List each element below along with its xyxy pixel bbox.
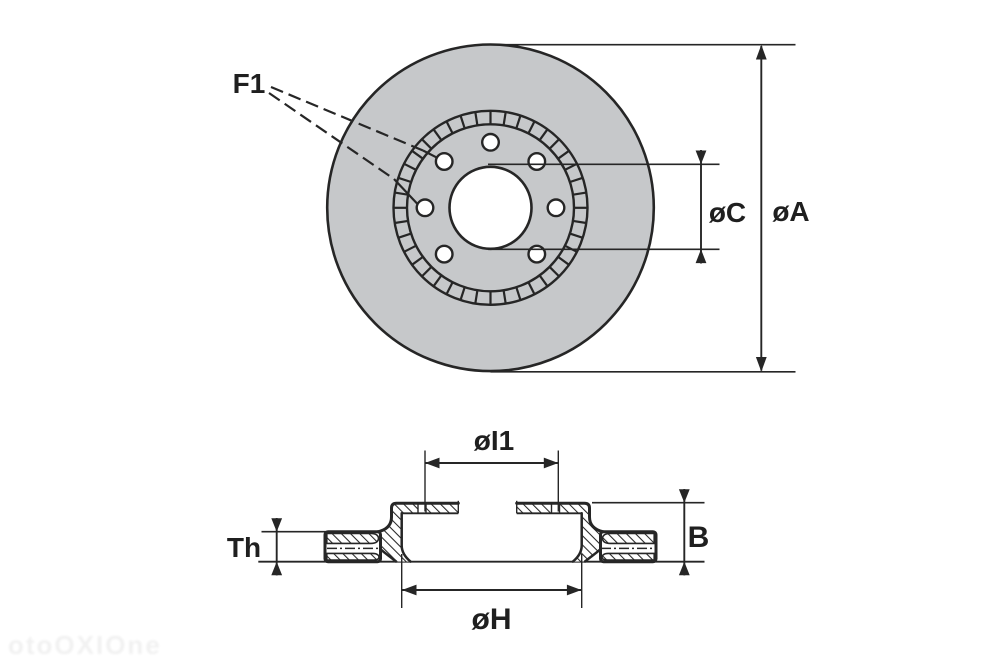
- hat-top-hatch-3: [516, 503, 552, 514]
- label-th: Th: [227, 532, 261, 563]
- hat-top-hatch-2: [426, 503, 459, 514]
- tone-ring-tick: [411, 149, 424, 160]
- tone-ring-tick: [538, 274, 549, 287]
- label-dia-h: øH: [472, 603, 512, 636]
- tone-ring-tick: [394, 219, 409, 225]
- tone-ring-tick: [569, 232, 584, 239]
- th-arrow-bottom: [271, 561, 283, 576]
- dia-h-arrow-left: [402, 584, 417, 596]
- tone-ring-tick: [459, 115, 466, 129]
- bolt-hole: [415, 198, 435, 218]
- dimension-dia-c: [488, 150, 720, 264]
- dia-c-arrow-bottom: [695, 249, 707, 264]
- dia-h-arrow-right: [566, 584, 582, 596]
- bolt-hole: [527, 151, 547, 171]
- bolt-hole: [481, 132, 501, 152]
- tone-ring-tick: [445, 120, 454, 134]
- ring-right-top-hatch: [601, 532, 655, 545]
- tone-ring-tick: [572, 219, 587, 225]
- bolt-hole: [546, 198, 566, 218]
- label-dia-c: øC: [709, 197, 746, 228]
- tone-ring-tick: [445, 281, 454, 295]
- tone-ring-tick: [474, 290, 479, 304]
- dimension-th: [261, 518, 329, 576]
- tone-ring-tick: [538, 128, 549, 141]
- tone-ring-tick: [515, 286, 522, 301]
- hat-inner-wall-right: [571, 512, 583, 563]
- dia-i1-arrow-left: [425, 457, 440, 469]
- tone-ring-tick: [515, 115, 522, 129]
- hat-wall-right-hatch: [572, 504, 604, 562]
- dia-i1-arrow-right: [543, 457, 559, 469]
- tone-ring-tick: [394, 191, 409, 196]
- dimension-dia-i1: [424, 450, 559, 512]
- tone-ring-tick: [548, 138, 560, 150]
- f1-leader-lines: [268, 85, 438, 205]
- dimension-dia-h: [401, 554, 583, 608]
- friction-ring-left: [323, 530, 382, 564]
- ring-left-bottom-hatch: [326, 552, 380, 561]
- b-arrow-bottom: [678, 561, 690, 576]
- tone-ring-tick: [527, 120, 536, 134]
- label-f1: F1: [233, 68, 266, 99]
- tone-ring-tick: [572, 191, 587, 196]
- tone-ring-tick: [459, 286, 466, 301]
- hat-top-hatch-4: [559, 503, 586, 514]
- dia-a-arrow-bottom: [755, 357, 767, 372]
- hat-outline-right: [515, 501, 605, 534]
- f1-leader-1-solid: [422, 149, 438, 159]
- tone-ring-tick: [403, 162, 417, 171]
- tone-ring-tick: [397, 232, 412, 239]
- b-arrow-top: [678, 489, 690, 503]
- tone-ring-tick: [421, 138, 433, 150]
- tone-ring-tick: [569, 176, 584, 184]
- section-view: øI1 Th B øH: [227, 425, 709, 636]
- f1-leader-1-dashed: [270, 85, 424, 152]
- dia-a-arrow-top: [755, 44, 767, 60]
- tone-ring-tick: [432, 128, 443, 141]
- ring-right-bottom-hatch: [601, 552, 655, 561]
- tone-ring-tick: [397, 176, 412, 184]
- dia-c-arrow-top: [695, 150, 707, 165]
- tone-ring-tick: [421, 266, 433, 278]
- f1-leader-2-solid: [393, 178, 419, 205]
- hat-top-hatch-1: [394, 503, 418, 514]
- label-dia-a: øA: [772, 196, 809, 227]
- dimension-b: [592, 489, 705, 576]
- tone-ring-tick: [502, 111, 507, 126]
- f1-leader-2-dashed: [268, 92, 395, 180]
- ring-left-top-hatch: [326, 532, 380, 545]
- tone-ring-tick: [502, 290, 507, 304]
- dimension-dia-a: [490, 43, 796, 373]
- bolt-hole: [434, 151, 454, 171]
- tone-ring-tick: [411, 256, 424, 266]
- hat-inner-wall-left: [400, 512, 412, 563]
- tone-ring-tick: [527, 281, 536, 295]
- tone-ring-tick: [548, 266, 560, 278]
- tone-ring-tick: [557, 256, 570, 266]
- bolt-hole: [434, 244, 454, 264]
- front-view: F1 øC øA: [233, 43, 810, 373]
- label-b: B: [688, 521, 710, 554]
- tone-ring-tick: [403, 244, 417, 253]
- tone-ring-tick: [557, 149, 570, 160]
- hat-wall-left-hatch: [377, 504, 411, 562]
- tone-ring-tick: [432, 274, 443, 287]
- hat-outline-left: [376, 501, 460, 534]
- label-dia-i1: øI1: [474, 425, 514, 456]
- center-bore-hole: [448, 165, 533, 251]
- tone-ring-ticks: [393, 110, 588, 305]
- bolt-hole: [527, 244, 547, 264]
- friction-ring-right: [599, 530, 658, 564]
- th-arrow-top: [271, 518, 283, 532]
- tone-ring-tick: [474, 111, 479, 126]
